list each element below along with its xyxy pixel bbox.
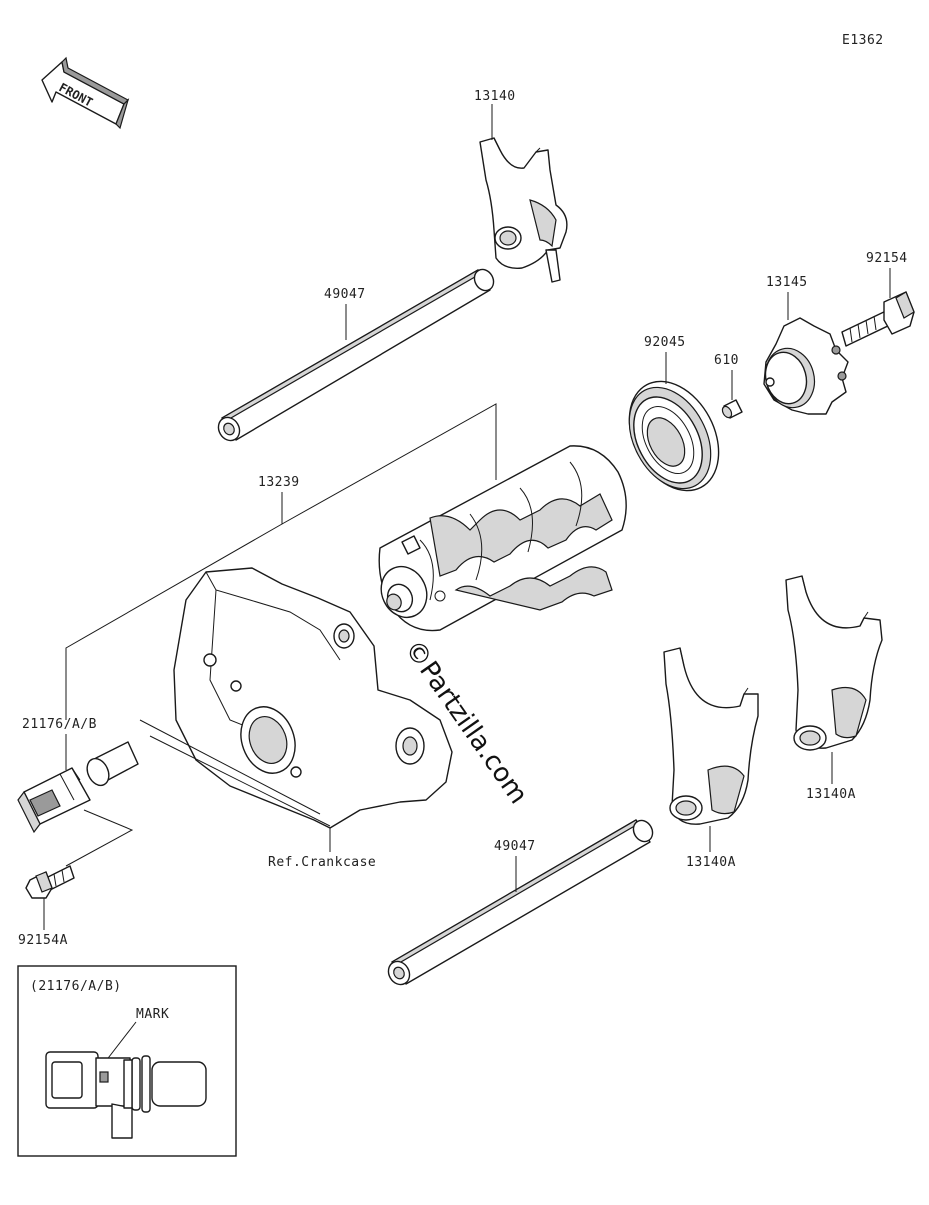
label-13140: 13140 [474,89,516,104]
label-92154A: 92154A [18,933,68,948]
diagram-code: E1362 [842,33,884,48]
label-610: 610 [714,353,739,368]
label-49047-top: 49047 [324,287,366,302]
drum-cam-13145 [763,317,849,415]
pin-610 [721,399,743,419]
inset-title: (21176/A/B) [30,979,122,994]
label-ref-crankcase: Ref.Crankcase [268,855,376,870]
inset-mark-label: MARK [136,1007,169,1022]
label-92045: 92045 [644,335,686,350]
shift-rod-49047-bottom [387,819,654,986]
gear-position-sensor-21176 [17,741,139,834]
label-21176: 21176/A/B [22,717,97,732]
bearing-92045 [628,380,720,492]
shift-drum-13239 [378,445,627,632]
sensor-detail-inset: (21176/A/B) MARK [17,965,237,1157]
label-13140A-mid: 13140A [686,855,736,870]
shift-fork-13140-top [479,137,568,283]
shift-fork-13140A-right [785,575,883,751]
label-49047-bottom: 49047 [494,839,536,854]
label-92154: 92154 [866,251,908,266]
label-13145: 13145 [766,275,808,290]
front-arrow-icon: FRONT [41,56,130,130]
bolt-92154 [841,291,915,347]
shift-rod-49047-top [217,268,495,442]
shift-fork-13140A-mid [663,647,759,825]
bolt-92154A [25,865,75,899]
label-13239: 13239 [258,475,300,490]
crankcase-ref [139,567,453,829]
label-13140A-right: 13140A [806,787,856,802]
